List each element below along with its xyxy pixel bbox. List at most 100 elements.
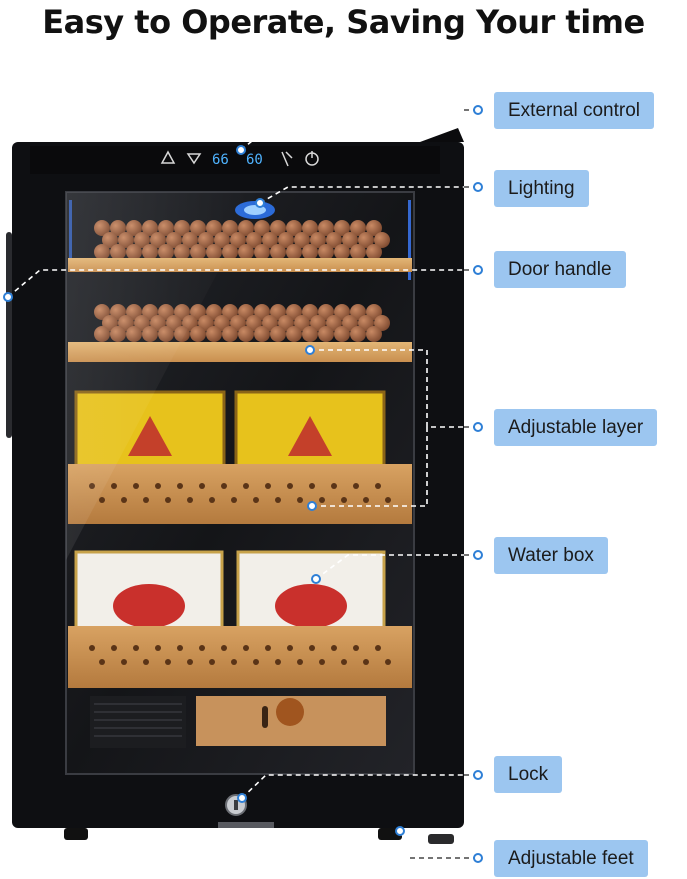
vent-hole bbox=[331, 483, 337, 489]
cigar-end bbox=[238, 244, 254, 260]
cigar-end bbox=[374, 315, 390, 331]
vent-hole bbox=[89, 645, 95, 651]
cigar-end bbox=[286, 304, 302, 320]
vent-hole bbox=[99, 497, 105, 503]
cigar-end bbox=[350, 244, 366, 260]
cigar-end bbox=[238, 326, 254, 342]
cigar-end bbox=[222, 326, 238, 342]
cigar-end bbox=[214, 315, 230, 331]
box-emblem-left bbox=[128, 416, 172, 456]
vent-hole bbox=[363, 659, 369, 665]
cigar-end bbox=[254, 304, 270, 320]
vent-hole bbox=[385, 659, 391, 665]
vent-hole bbox=[363, 497, 369, 503]
vent-hole bbox=[243, 483, 249, 489]
callout-door-handle: Door handle bbox=[494, 251, 626, 288]
vent-hole bbox=[209, 659, 215, 665]
cigar-end bbox=[326, 232, 342, 248]
cigar-end bbox=[366, 244, 382, 260]
vent-hole bbox=[121, 497, 127, 503]
cigar-end bbox=[262, 315, 278, 331]
cigar-end bbox=[318, 304, 334, 320]
callout-lighting: Lighting bbox=[494, 170, 589, 207]
vent-hole bbox=[353, 483, 359, 489]
cigar-end bbox=[198, 315, 214, 331]
cigar-end bbox=[286, 244, 302, 260]
led-strip-right bbox=[408, 200, 411, 280]
anchor-layer-top bbox=[305, 345, 315, 355]
callout-dot-door-handle bbox=[473, 265, 483, 275]
rear-foot bbox=[428, 834, 454, 844]
light-toggle-icon bbox=[281, 151, 293, 167]
cigar-end bbox=[334, 220, 350, 236]
vent-hole bbox=[143, 659, 149, 665]
cigar-end bbox=[190, 326, 206, 342]
control-panel bbox=[30, 146, 440, 174]
cigar-end bbox=[358, 315, 374, 331]
vent-hole bbox=[375, 483, 381, 489]
vent-hole bbox=[155, 645, 161, 651]
box-emblem-right bbox=[288, 416, 332, 456]
vent-hole bbox=[177, 645, 183, 651]
box-label-left bbox=[113, 584, 185, 628]
vent-hole bbox=[165, 659, 171, 665]
cigar-end bbox=[206, 304, 222, 320]
display-right: 60 bbox=[246, 152, 263, 168]
lock-keyhole bbox=[234, 800, 238, 810]
cigar-end bbox=[350, 220, 366, 236]
vent-hole bbox=[265, 483, 271, 489]
vent-hole bbox=[253, 497, 259, 503]
anchor-layer-bottom bbox=[307, 501, 317, 511]
vent-hole bbox=[155, 483, 161, 489]
cigar-end bbox=[350, 326, 366, 342]
headline: Easy to Operate, Saving Your time bbox=[42, 3, 645, 41]
callout-external-control: External control bbox=[494, 92, 655, 129]
drawer-lower-vents bbox=[89, 645, 391, 665]
vent-hole bbox=[353, 645, 359, 651]
hygrometer-knob bbox=[276, 698, 304, 726]
vent-hole bbox=[133, 483, 139, 489]
cigar-end bbox=[318, 244, 334, 260]
anchor-control bbox=[236, 145, 246, 155]
cigar-end bbox=[294, 315, 310, 331]
vent-hole bbox=[287, 483, 293, 489]
vent-hole bbox=[287, 645, 293, 651]
vent-hole bbox=[341, 659, 347, 665]
vent-hole bbox=[385, 497, 391, 503]
cigar-end bbox=[342, 232, 358, 248]
anchor-water bbox=[311, 574, 321, 584]
vent-hole bbox=[165, 497, 171, 503]
box-label-right bbox=[275, 584, 347, 628]
anchor-lighting bbox=[255, 198, 265, 208]
cigar-end bbox=[222, 304, 238, 320]
vent-hole bbox=[309, 483, 315, 489]
cigar-end bbox=[254, 326, 270, 342]
cigar-end bbox=[262, 232, 278, 248]
alert-triangle-icon bbox=[160, 150, 176, 164]
vent-hole bbox=[319, 659, 325, 665]
vent-hole bbox=[297, 659, 303, 665]
callout-dot-adjustable-layer bbox=[473, 422, 483, 432]
vent-hole bbox=[341, 497, 347, 503]
top-hinge bbox=[420, 128, 464, 142]
callout-dot-lighting bbox=[473, 182, 483, 192]
callout-lock: Lock bbox=[494, 756, 563, 793]
cigar-end bbox=[302, 304, 318, 320]
cigar-end bbox=[366, 304, 382, 320]
vent-hole bbox=[111, 483, 117, 489]
callout-dot-external-control bbox=[473, 105, 483, 115]
cigar-end bbox=[278, 315, 294, 331]
vent-hole bbox=[199, 645, 205, 651]
drawer-upper bbox=[68, 464, 412, 524]
anchor-handle bbox=[3, 292, 13, 302]
foot-left bbox=[64, 828, 88, 840]
cigar-end bbox=[270, 244, 286, 260]
vent-hole bbox=[231, 497, 237, 503]
vent-hole bbox=[133, 645, 139, 651]
callout-adjustable-layer: Adjustable layer bbox=[494, 409, 658, 446]
vent-hole bbox=[187, 659, 193, 665]
cigar-end bbox=[334, 326, 350, 342]
callout-dot-adjustable-feet bbox=[473, 853, 483, 863]
leader-lines bbox=[7, 109, 478, 859]
callout-dot-water-box bbox=[473, 550, 483, 560]
